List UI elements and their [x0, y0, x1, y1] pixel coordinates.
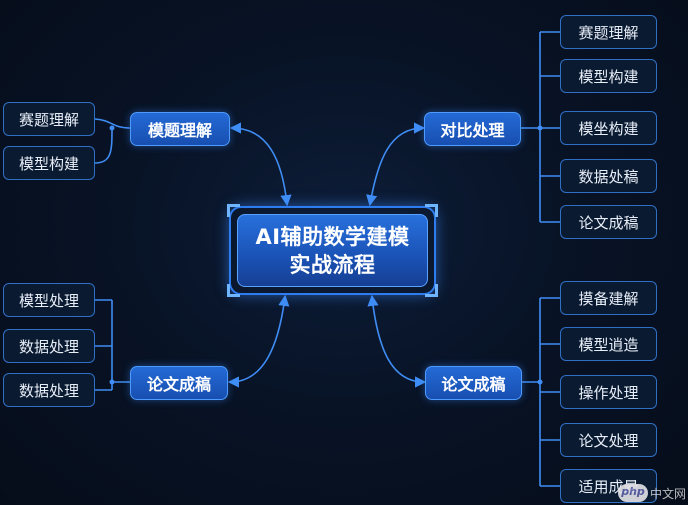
link-center-top-right	[366, 122, 426, 207]
leaf-bottom-left-3[interactable]: 数据处理	[3, 373, 95, 407]
link-top-left-leaves	[94, 118, 131, 164]
center-title-line-1: AI辅助数学建模	[255, 224, 410, 249]
link-bottom-right-leaves	[522, 297, 560, 487]
branch-bottom-left[interactable]: 论文成稿	[130, 366, 228, 400]
watermark: php 中文网	[618, 483, 686, 503]
watermark-text: 中文网	[650, 487, 687, 501]
leaf-bottom-left-2[interactable]: 数据处理	[3, 329, 95, 363]
leaf-bottom-right-3[interactable]: 操作处理	[560, 375, 657, 409]
link-bottom-left-leaves	[95, 299, 130, 391]
branch-bottom-right[interactable]: 论文成稿	[425, 366, 522, 400]
link-center-top-left	[229, 122, 292, 207]
link-center-bottom-right	[367, 294, 427, 388]
center-node-body: AI辅助数学建模 实战流程	[237, 214, 428, 287]
leaf-top-left-1[interactable]: 赛题理解	[3, 102, 95, 136]
leaf-bottom-right-4[interactable]: 论文处理	[560, 423, 657, 457]
watermark-badge: php	[618, 484, 648, 502]
link-center-bottom-left	[227, 294, 290, 388]
leaf-top-right-4[interactable]: 数据处稿	[560, 159, 657, 193]
leaf-top-right-5[interactable]: 论文成稿	[560, 205, 657, 239]
leaf-bottom-right-2[interactable]: 模型逍造	[560, 327, 657, 361]
center-title-line-2: 实战流程	[289, 252, 376, 277]
center-node[interactable]: AI辅助数学建模 实战流程	[227, 204, 438, 297]
leaf-top-right-1[interactable]: 赛题理解	[560, 15, 657, 49]
branch-top-right[interactable]: 对比处理	[424, 112, 521, 146]
leaf-top-right-3[interactable]: 模坐构建	[560, 111, 657, 145]
leaf-bottom-left-1[interactable]: 模型处理	[3, 283, 95, 317]
watermark-badge-text: php	[621, 485, 645, 498]
leaf-top-right-2[interactable]: 模型构建	[560, 59, 657, 93]
branch-top-left[interactable]: 模题理解	[130, 112, 230, 146]
center-node-frame	[227, 204, 438, 297]
leaf-top-left-2[interactable]: 模型构建	[3, 146, 95, 180]
leaf-bottom-right-1[interactable]: 摸备建解	[560, 281, 657, 315]
